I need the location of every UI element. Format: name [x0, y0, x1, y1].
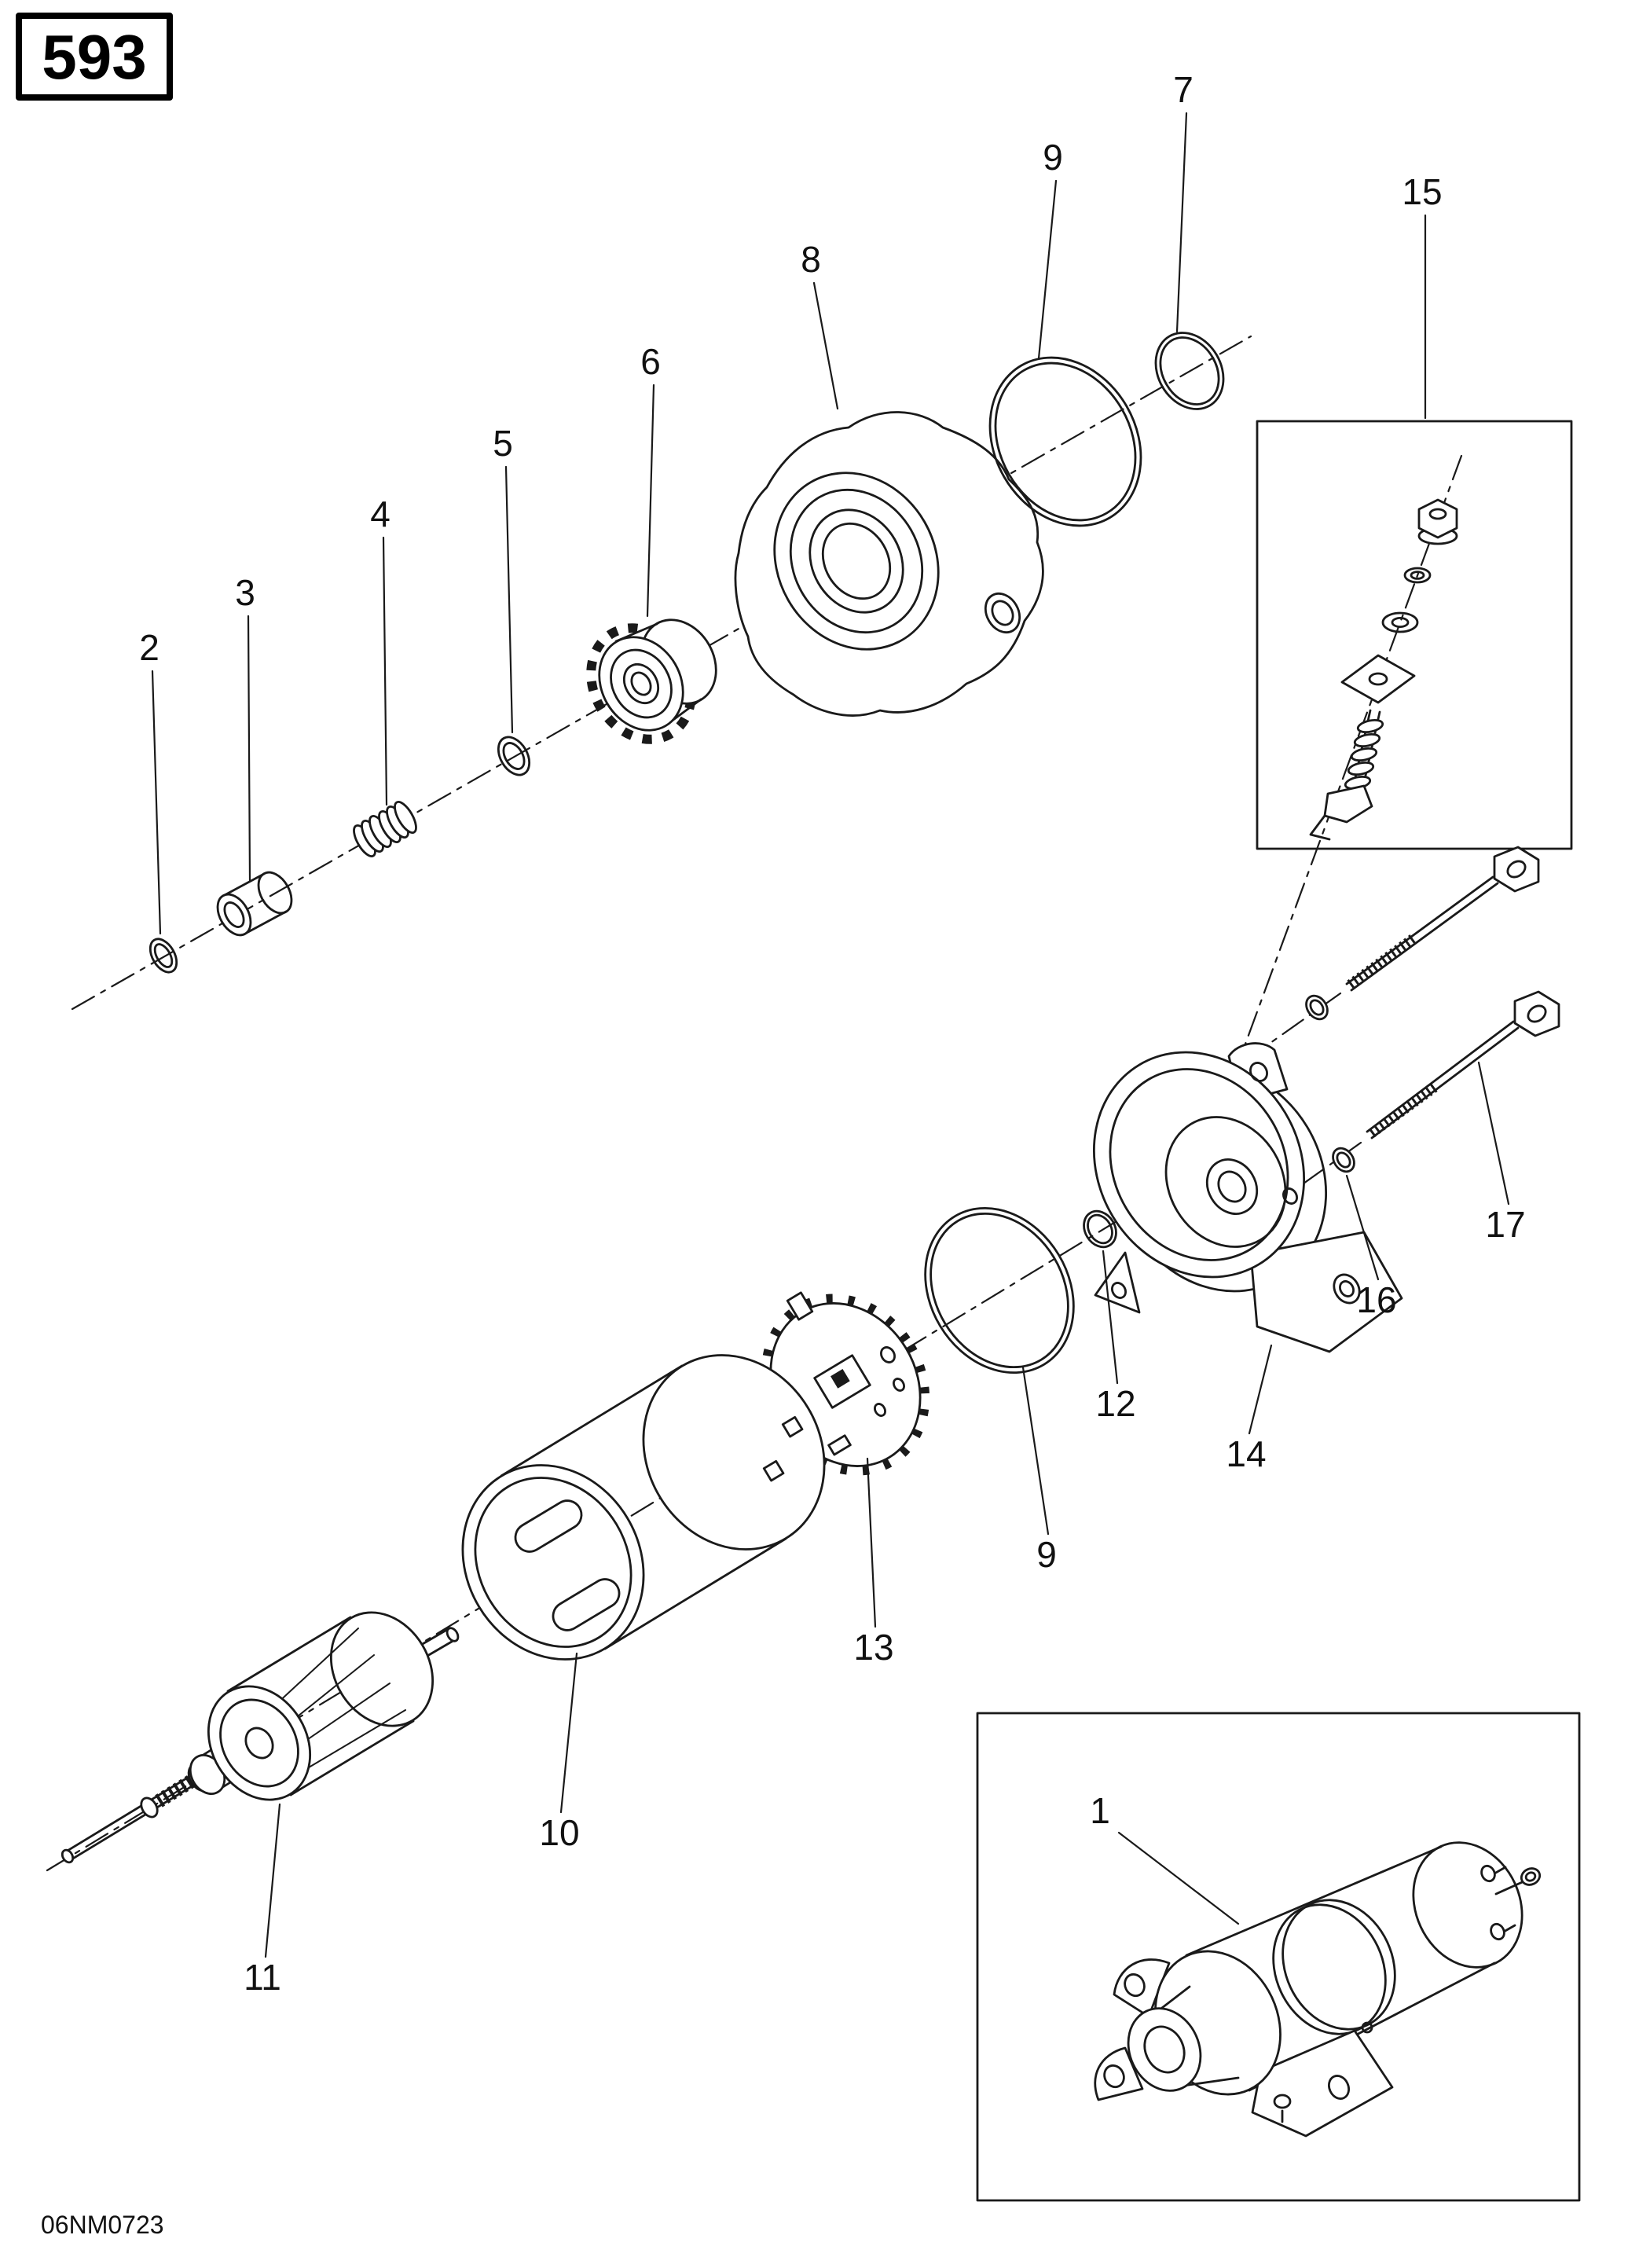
- model-badge-label: 593: [42, 22, 146, 92]
- callout-10: 10: [539, 1652, 580, 1853]
- bent-bracket: [1309, 784, 1373, 841]
- callouts: 2 3 4 5 6 8 9 7: [139, 69, 1525, 1998]
- leader-line-8: [812, 281, 839, 410]
- starter-assembly-drawing: [1094, 1841, 1542, 2138]
- leader-line-9-bottom: [1021, 1366, 1050, 1536]
- callout-label-8: 8: [801, 239, 821, 280]
- callout-label-15: 15: [1402, 171, 1442, 212]
- part-12-o-ring-small: [1083, 1209, 1117, 1249]
- callout-14: 14: [1226, 1344, 1273, 1474]
- leader-line-10: [559, 1652, 578, 1814]
- leader-line-6: [646, 384, 655, 618]
- part-7-o-ring-small: [1154, 332, 1225, 410]
- part-9-o-ring-top: [988, 356, 1142, 527]
- callout-9-bottom: 9: [1021, 1366, 1057, 1575]
- leader-line-1: [1117, 1831, 1240, 1925]
- callout-9-top: 9: [1037, 137, 1063, 360]
- drawing-code: 06NM0723: [41, 2211, 164, 2239]
- callout-16: 16: [1345, 1174, 1397, 1320]
- leader-line-11: [264, 1803, 281, 1958]
- callout-5: 5: [493, 423, 514, 734]
- leader-line-4: [382, 536, 388, 806]
- callout-3: 3: [235, 572, 255, 882]
- callout-13: 13: [853, 1457, 894, 1668]
- leader-line-14: [1248, 1344, 1273, 1435]
- part-2-ring: [148, 938, 178, 974]
- leader-line-9-top: [1037, 179, 1058, 360]
- part-17-bolt-lower: [1366, 990, 1560, 1140]
- model-badge-frame: [16, 13, 173, 101]
- detail-box-axis: [1229, 454, 1463, 1086]
- leader-line-16: [1345, 1174, 1380, 1281]
- flange-nut: [1417, 498, 1458, 545]
- callout-17: 17: [1477, 1061, 1526, 1245]
- part-8-drive-end-housing: [734, 411, 1044, 717]
- part-6-pinion-gear: [586, 618, 717, 744]
- detail-box-frame: [1256, 420, 1573, 850]
- callout-label-10: 10: [539, 1812, 579, 1853]
- callout-label-12: 12: [1095, 1383, 1135, 1424]
- callout-label-1: 1: [1090, 1790, 1110, 1831]
- callout-label-17: 17: [1485, 1204, 1525, 1245]
- callout-label-11: 11: [244, 1957, 281, 1998]
- part-1-starter-assembly-box: [976, 1712, 1581, 2202]
- small-washer: [1403, 567, 1432, 584]
- part-16-washer-upper: [1305, 994, 1329, 1021]
- callout-12: 12: [1095, 1250, 1136, 1424]
- flat-ring: [1381, 611, 1419, 633]
- callout-label-9-bottom: 9: [1036, 1534, 1057, 1575]
- callout-7: 7: [1173, 69, 1194, 333]
- leader-line-17: [1477, 1061, 1510, 1206]
- part-14-end-bracket: [1093, 1042, 1403, 1353]
- part-11-armature: [60, 1611, 460, 1864]
- callout-label-2: 2: [139, 627, 160, 668]
- part-17-bolt-upper: [1345, 846, 1540, 992]
- leader-line-2: [151, 670, 162, 935]
- callout-label-6: 6: [640, 341, 661, 382]
- callout-label-13: 13: [853, 1627, 893, 1668]
- model-badge: 593: [16, 13, 173, 101]
- part-5-retaining-ring: [497, 736, 531, 776]
- part-16-washer-lower: [1332, 1147, 1355, 1173]
- part-4-spring: [353, 801, 417, 857]
- callout-label-4: 4: [370, 494, 390, 534]
- leader-line-7: [1175, 112, 1188, 333]
- leader-line-3: [247, 615, 251, 882]
- leader-line-13: [866, 1457, 877, 1628]
- callout-label-3: 3: [235, 572, 255, 613]
- callout-11: 11: [244, 1803, 281, 1998]
- square-retainer-plate: [1340, 654, 1416, 704]
- callout-15: 15: [1402, 171, 1443, 420]
- upper-assembly-axis: [71, 335, 1252, 1011]
- part-9-o-ring-bottom: [924, 1206, 1075, 1374]
- part-10-motor-frame: [461, 1354, 826, 1661]
- callout-2: 2: [139, 627, 162, 935]
- callout-4: 4: [370, 494, 390, 806]
- callout-1: 1: [1090, 1790, 1240, 1925]
- callout-label-9-top: 9: [1043, 137, 1063, 178]
- part-15-detail-box: [1256, 420, 1573, 850]
- part-3-sleeve: [216, 871, 293, 937]
- callout-label-14: 14: [1226, 1433, 1266, 1474]
- callout-8: 8: [801, 239, 839, 410]
- callout-6: 6: [640, 341, 661, 618]
- callout-label-16: 16: [1356, 1279, 1396, 1320]
- callout-label-7: 7: [1173, 69, 1194, 110]
- callout-label-5: 5: [493, 423, 513, 464]
- stud-with-spring: [1344, 709, 1384, 798]
- assembly-box-frame: [976, 1712, 1581, 2202]
- diagram-artwork: 2 3 4 5 6 8 9 7: [16, 13, 1581, 2239]
- leader-line-5: [504, 465, 514, 734]
- leader-line-12: [1102, 1250, 1119, 1385]
